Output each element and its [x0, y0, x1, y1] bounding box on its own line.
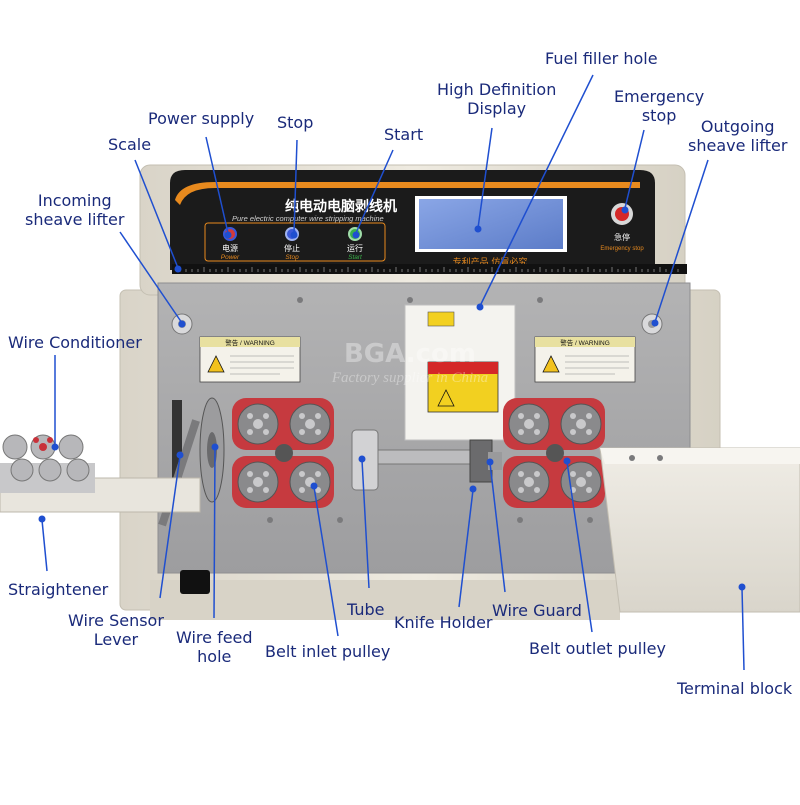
warning-left-text: 警告 / WARNING: [225, 338, 275, 347]
warning-sticker-left: 警告 / WARNING: [199, 336, 301, 383]
label-incoming-sheave-lifter: Incoming sheave lifter: [25, 191, 125, 229]
watermark-logo: BGA.com: [344, 339, 476, 369]
leader-lines: [41, 74, 745, 671]
start-label-en: Start: [348, 254, 363, 261]
start-label-cn: 运行: [347, 243, 363, 253]
label-terminal-block: Terminal block: [677, 679, 793, 698]
label-scale: Scale: [108, 135, 152, 154]
label-knife-holder: Knife Holder: [394, 613, 493, 632]
inlet-gear: [275, 444, 293, 462]
label-tube: Tube: [347, 600, 385, 619]
warning-right-text: 警告 / WARNING: [560, 338, 610, 347]
scale-ruler: [172, 264, 687, 274]
label-straightener: Straightener: [8, 580, 109, 599]
outlet-gear: [546, 444, 564, 462]
belt-inlet-pulley-assembly: [232, 398, 334, 508]
label-wire-conditioner: Wire Conditioner: [8, 333, 142, 352]
control-panel: 纯电动电脑剥线机 Pure electric computer wire str…: [170, 170, 655, 270]
belt-outlet-pulley-assembly: [503, 398, 605, 508]
label-belt-inlet-pulley: Belt inlet pulley: [265, 642, 391, 661]
label-wire-feed-hole: Wire feed hole: [176, 628, 253, 666]
emergency-label-cn: 急停: [614, 232, 630, 242]
panel-title-cn: 纯电动电脑剥线机: [285, 198, 397, 215]
hd-display[interactable]: [419, 199, 563, 249]
power-label-en: Power: [221, 254, 240, 261]
label-high-definition-display: High Definition Display: [437, 80, 557, 118]
stop-label-en: Stop: [285, 254, 299, 261]
wire-feed-wheel[interactable]: [199, 397, 225, 503]
label-fuel-filler-hole: Fuel filler hole: [545, 49, 658, 68]
watermark-tagline: Factory supplier in China: [331, 370, 488, 386]
label-stop: Stop: [277, 113, 314, 132]
label-belt-outlet-pulley: Belt outlet pulley: [529, 639, 666, 658]
fuel-filler-cap[interactable]: [427, 311, 455, 327]
panel-title-en: Pure electric computer wire stripping ma…: [232, 214, 384, 223]
terminal-block: [599, 447, 800, 613]
label-emergency-stop: Emergency stop: [614, 87, 705, 125]
emergency-label-en: Emergency stop: [600, 246, 644, 252]
foot: [180, 570, 210, 594]
wire-conditioner[interactable]: [0, 434, 201, 513]
knife-holder: [469, 439, 502, 483]
callout-dots: [38, 206, 746, 591]
label-wire-guard: Wire Guard: [492, 601, 582, 620]
label-power-supply: Power supply: [148, 109, 255, 128]
label-outgoing-sheave-lifter: Outgoing sheave lifter: [688, 117, 788, 155]
warning-sticker-right: 警告 / WARNING: [534, 336, 636, 383]
power-label-cn: 电源: [222, 243, 238, 253]
stop-label-cn: 停止: [284, 243, 300, 253]
label-start: Start: [384, 125, 424, 144]
label-wire-sensor-lever: Wire Sensor Lever: [68, 611, 164, 649]
fuel-filler-housing: [404, 304, 516, 441]
